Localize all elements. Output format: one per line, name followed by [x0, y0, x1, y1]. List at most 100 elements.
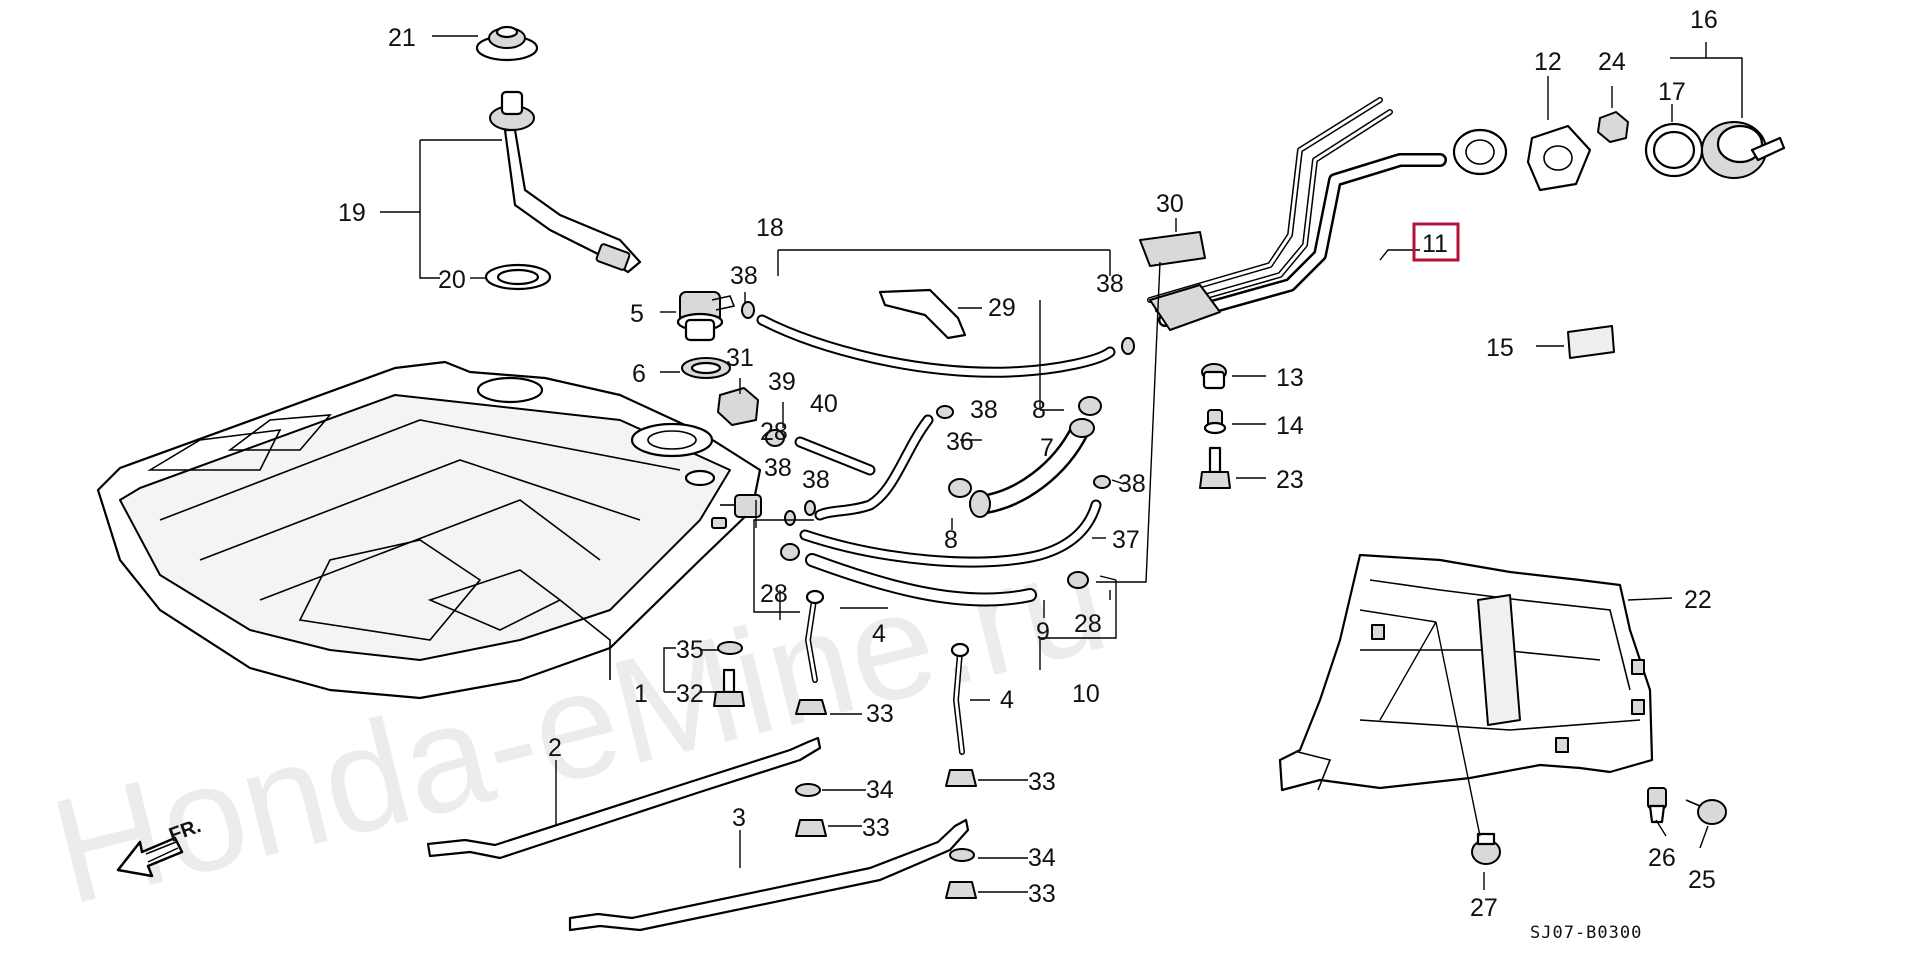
callout-34-a[interactable]: 34	[866, 776, 894, 804]
part-bracket-31[interactable]	[717, 387, 759, 426]
callout-5[interactable]: 5	[630, 300, 644, 328]
part-clip-26[interactable]	[1647, 787, 1667, 824]
callout-24[interactable]: 24	[1598, 48, 1626, 76]
part-nut-33c[interactable]	[945, 769, 977, 787]
part-hose-36[interactable]	[814, 414, 934, 521]
callout-20[interactable]: 20	[438, 266, 466, 294]
callout-11[interactable]: 11	[1422, 230, 1448, 258]
part-clip-25[interactable]	[1685, 799, 1727, 825]
callout-22[interactable]: 22	[1684, 586, 1712, 614]
part-nut-33a[interactable]	[795, 699, 827, 715]
leader-lines	[380, 35, 1743, 893]
callout-38-f[interactable]: 38	[1118, 470, 1146, 498]
part-hose-9[interactable]	[805, 553, 1037, 607]
part-hose-18[interactable]	[756, 314, 1116, 378]
callout-4-a[interactable]: 4	[872, 620, 886, 648]
callout-38-a[interactable]: 38	[730, 262, 758, 290]
callout-37[interactable]: 37	[1112, 526, 1140, 554]
callout-labels: 21 19 20 5 6 18 38 31 39 40 38 38 28 29 …	[338, 6, 1718, 922]
callout-40[interactable]: 40	[810, 390, 838, 418]
diagram-code: SJ07-B0300	[1530, 923, 1642, 943]
callout-38-e[interactable]: 38	[970, 396, 998, 424]
part-grommet-14[interactable]	[1203, 409, 1227, 435]
part-gasket-20[interactable]	[484, 263, 552, 291]
part-valve-assembly[interactable]	[711, 494, 762, 529]
callout-29[interactable]: 29	[988, 294, 1016, 322]
callout-19[interactable]: 19	[338, 199, 366, 227]
callout-17[interactable]: 17	[1658, 78, 1686, 106]
callout-38-d[interactable]: 38	[1096, 270, 1124, 298]
callout-21[interactable]: 21	[388, 24, 416, 52]
callout-39[interactable]: 39	[768, 368, 796, 396]
part-fuel-pump-5[interactable]	[676, 291, 736, 342]
part-label-15[interactable]	[1567, 325, 1615, 359]
part-washer-34a[interactable]	[795, 783, 821, 797]
callout-38-c[interactable]: 38	[802, 466, 830, 494]
part-clip-27[interactable]	[1471, 832, 1501, 865]
part-nut-24[interactable]	[1597, 111, 1629, 143]
callout-8-b[interactable]: 8	[944, 526, 958, 554]
hose-clips[interactable]	[741, 301, 1135, 589]
part-pipe-4-left[interactable]	[805, 589, 825, 683]
callout-33-b[interactable]: 33	[862, 814, 890, 842]
part-gasket-6[interactable]	[681, 357, 731, 379]
callout-28-c[interactable]: 28	[760, 418, 788, 446]
callout-33-d[interactable]: 33	[1028, 880, 1056, 908]
callout-33-a[interactable]: 33	[866, 700, 894, 728]
part-bracket-29[interactable]	[878, 288, 967, 340]
callout-23[interactable]: 23	[1276, 466, 1304, 494]
callout-3[interactable]: 3	[732, 804, 746, 832]
part-fuel-cap-16[interactable]	[1701, 121, 1786, 179]
part-nut-33d[interactable]	[945, 881, 977, 899]
part-washer-34b[interactable]	[949, 848, 975, 862]
callout-27[interactable]: 27	[1470, 894, 1498, 922]
callout-1[interactable]: 1	[634, 680, 648, 708]
part-hose-37[interactable]	[799, 499, 1102, 568]
callout-28-a[interactable]: 28	[760, 580, 788, 608]
part-ring-17[interactable]	[1644, 122, 1704, 178]
callout-35[interactable]: 35	[676, 636, 704, 664]
callout-38-b[interactable]: 38	[764, 454, 792, 482]
callout-10[interactable]: 10	[1072, 680, 1100, 708]
callout-25[interactable]: 25	[1688, 866, 1716, 894]
part-filler-pipe-11[interactable]	[1147, 97, 1508, 331]
part-strap-3[interactable]	[568, 818, 970, 932]
callout-4-b[interactable]: 4	[1000, 686, 1014, 714]
part-filler-hose-7[interactable]	[969, 418, 1095, 518]
callout-26[interactable]: 26	[1648, 844, 1676, 872]
callout-13[interactable]: 13	[1276, 364, 1304, 392]
callout-12[interactable]: 12	[1534, 48, 1562, 76]
part-nut-33b[interactable]	[795, 819, 827, 837]
part-hose-40[interactable]	[794, 436, 876, 476]
part-gasket-12[interactable]	[1526, 124, 1592, 192]
callout-30[interactable]: 30	[1156, 190, 1184, 218]
part-pipe-4-right[interactable]	[950, 642, 970, 755]
callout-9[interactable]: 9	[1036, 618, 1050, 646]
part-cap-13[interactable]	[1201, 363, 1227, 390]
callout-15[interactable]: 15	[1486, 334, 1514, 362]
callout-32[interactable]: 32	[676, 680, 704, 708]
part-bolt-32[interactable]	[713, 668, 745, 707]
part-lock-nut-21[interactable]	[475, 25, 539, 62]
part-fuel-gauge-unit-19[interactable]	[489, 90, 642, 274]
part-splash-shield-22[interactable]	[1278, 553, 1654, 792]
callout-6[interactable]: 6	[632, 360, 646, 388]
callout-36[interactable]: 36	[946, 428, 974, 456]
callout-34-b[interactable]: 34	[1028, 844, 1056, 872]
callout-8-a[interactable]: 8	[1032, 396, 1046, 424]
part-washer-35[interactable]	[717, 641, 743, 655]
callout-18[interactable]: 18	[756, 214, 784, 242]
callout-33-c[interactable]: 33	[1028, 768, 1056, 796]
callout-14[interactable]: 14	[1276, 412, 1304, 440]
callout-31[interactable]: 31	[726, 344, 754, 372]
callout-28-b[interactable]: 28	[1074, 610, 1102, 638]
highlight-box-11	[1412, 222, 1460, 262]
part-strap-2[interactable]	[426, 736, 822, 860]
callout-7[interactable]: 7	[1040, 434, 1054, 462]
callout-2[interactable]: 2	[548, 734, 562, 762]
part-bolt-23[interactable]	[1199, 446, 1231, 489]
part-clip-30[interactable]	[1139, 231, 1206, 267]
front-arrow-icon	[116, 836, 184, 878]
callout-16[interactable]: 16	[1690, 6, 1718, 34]
